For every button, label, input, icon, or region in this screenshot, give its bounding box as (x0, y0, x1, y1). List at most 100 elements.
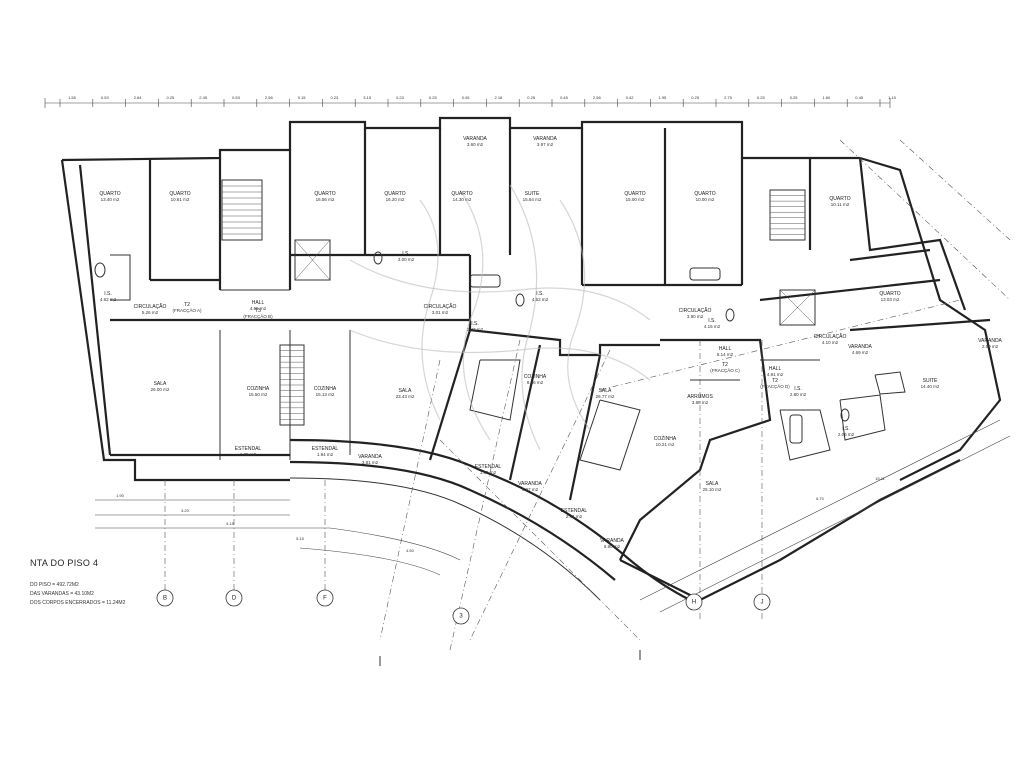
axis-bubble (316, 589, 334, 607)
axis-label: F (323, 596, 327, 602)
title-block: NTA DO PISO 4 DO PISO = 492.72M2 DAS VAR… (30, 558, 126, 606)
axis-bubble (225, 589, 243, 607)
room-area: 4.91 m2 (767, 372, 784, 377)
room-name: COZINHA (247, 386, 270, 392)
room-area: 16.20 m2 (386, 197, 405, 202)
dimension-label: 0.23 (331, 95, 340, 100)
dimension-label: 15.11 (875, 476, 885, 481)
dimension-label: 2.56 (593, 95, 602, 100)
room-area: (FRACÇÃO A) (172, 307, 202, 313)
room-name: VARANDA (533, 136, 557, 142)
room-area: 10.21 m2 (656, 442, 675, 447)
room-name: I.S. (471, 321, 479, 327)
dimension-label: 0.25 (527, 95, 536, 100)
room-area: 2.06 m2 (838, 432, 855, 437)
room-name: VARANDA (358, 454, 382, 460)
room-area: 15.13 m2 (316, 392, 335, 397)
room-name: ESTENDAL (312, 446, 339, 452)
room-name: COZINHA (654, 436, 677, 442)
room-area: 16.56 m2 (316, 197, 335, 202)
dimension-label: 0.23 (396, 95, 405, 100)
room-name: I.S. (708, 318, 716, 324)
room-area: 4.52 m2 (532, 297, 549, 302)
room-name: HALL (719, 346, 732, 352)
room-area: 26.00 m2 (151, 387, 170, 392)
room-name: VARANDA (518, 481, 542, 487)
bathroom-fixtures (94, 251, 850, 444)
room-area: (FRACÇÃO D) (760, 383, 790, 389)
dimension-label: 1.95 (659, 95, 668, 100)
room-area: 1.94 m2 (317, 452, 334, 457)
dimension-label: 3.20 (181, 508, 190, 513)
dimension-label: 0.45 (855, 95, 864, 100)
room-name: QUARTO (99, 191, 120, 197)
dimension-label: 2.75 (724, 95, 733, 100)
axis-bubble (753, 593, 771, 611)
room-area: 26.77 m2 (596, 394, 615, 399)
axis-label: J (761, 600, 764, 606)
room-area: 4.15 m2 (704, 324, 721, 329)
axis-label: H (692, 600, 696, 606)
left-wing-walls (60, 116, 860, 482)
room-area: 2.47 m2 (467, 327, 484, 332)
room-name: T2 (722, 362, 728, 368)
room-name: VARANDA (848, 344, 872, 350)
room-area: 15.64 m2 (523, 197, 542, 202)
room-name: QUARTO (879, 291, 900, 297)
room-area: 3.01 m2 (432, 310, 449, 315)
dimension-label: 0.45 (560, 95, 569, 100)
room-area: 23.43 m2 (396, 394, 415, 399)
room-area: 14.40 m2 (921, 384, 940, 389)
room-name: COZINHA (524, 374, 547, 380)
dimension-label: 0.25 (429, 95, 438, 100)
structural-grid (164, 139, 1011, 651)
stairwells (221, 179, 816, 426)
room-name: QUARTO (384, 191, 405, 197)
room-name: CIRCULAÇÃO (679, 307, 712, 314)
plan-title: NTA DO PISO 4 (30, 558, 98, 568)
room-area: 10.00 m2 (696, 197, 715, 202)
room-area: 15.50 m2 (249, 392, 268, 397)
dimension-label: 1.90 (116, 493, 125, 498)
room-name: I.S. (402, 251, 410, 257)
room-area: 2.50 m2 (982, 344, 999, 349)
room-area: (FRACÇÃO C) (710, 367, 740, 373)
room-area: 2.80 m2 (790, 392, 807, 397)
room-area: 3.97 m2 (537, 142, 554, 147)
dimension-label: 2.45 (199, 95, 208, 100)
room-name: CIRCULAÇÃO (424, 303, 457, 310)
room-area: 3.60 m2 (467, 142, 484, 147)
dimension-label: 0.15 (298, 95, 307, 100)
room-name: I.S. (104, 291, 112, 297)
room-name: QUARTO (451, 191, 472, 197)
room-name: ESTENDAL (235, 446, 262, 452)
dimension-label: 0.25 (757, 95, 766, 100)
room-area: 13.03 m2 (881, 297, 900, 302)
dimension-label: 5.15 (296, 536, 305, 541)
axis-bubble (685, 593, 703, 611)
room-name: CIRCULAÇÃO (814, 333, 847, 340)
room-name: ESTENDAL (475, 464, 502, 470)
axis-label: D (232, 596, 237, 602)
dimension-label: 4.15 (226, 521, 235, 526)
room-name: COZINHA (314, 386, 337, 392)
room-name: T2 (772, 378, 778, 384)
room-area: 8.86 m2 (527, 380, 544, 385)
dimension-label: 0.42 (626, 95, 635, 100)
room-area: 3.88 m2 (692, 400, 709, 405)
middle-angled-block (428, 328, 660, 501)
room-name: VARANDA (463, 136, 487, 142)
room-area: 5.26 m2 (142, 310, 159, 315)
dimension-label: 1.55 (68, 95, 77, 100)
room-name: I.S. (794, 386, 802, 392)
room-area: 4.69 m2 (852, 350, 869, 355)
room-name: VARANDA (600, 538, 624, 544)
axis-bubble (156, 589, 174, 607)
stat-floor-area: DO PISO = 492.72M2 (30, 582, 79, 588)
room-area: 10.11 m2 (831, 202, 850, 207)
room-area: 5.14 m2 (717, 352, 734, 357)
room-name: ARRUMOS (687, 394, 713, 400)
